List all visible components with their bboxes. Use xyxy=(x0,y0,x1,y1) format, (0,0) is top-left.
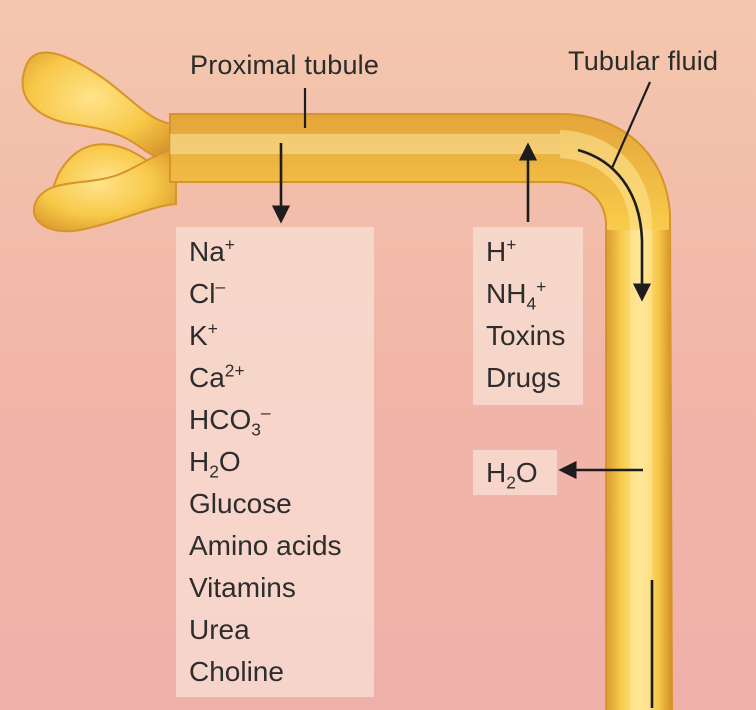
drugs-label: Drugs xyxy=(486,364,561,392)
toxins-label: Toxins xyxy=(486,322,565,350)
vitamins-text-part: Vitamins xyxy=(189,572,296,603)
water-label: H2O xyxy=(189,446,241,481)
tubular-fluid-label: Tubular fluid xyxy=(568,46,719,76)
bowman-capsule-lower-lobe xyxy=(32,148,177,233)
water-text-part: O xyxy=(218,446,241,477)
water-text-part: H xyxy=(189,446,210,477)
glucose-label: Glucose xyxy=(189,490,292,518)
calcium-ion-label: Ca2+ xyxy=(189,360,245,393)
water-out-label: H2O xyxy=(486,457,538,492)
ammonium-ion-text-part: + xyxy=(536,276,547,297)
water-out-text-part: H xyxy=(486,457,507,488)
hydrogen-ion-label: H+ xyxy=(486,234,517,267)
secreted-substances-panel xyxy=(473,227,583,405)
drugs-text-part: Drugs xyxy=(486,362,561,393)
proximal-tubule-label: Proximal tubule xyxy=(190,50,380,80)
hydrogen-ion-text-part: + xyxy=(506,234,517,255)
bicarbonate-ion-text-part: 3 xyxy=(251,419,261,440)
tubule-upper-highlight xyxy=(170,134,560,154)
water-out-text-part: 2 xyxy=(506,472,516,493)
choline-text-part: Choline xyxy=(189,656,284,687)
reabsorbed-substances-panel xyxy=(176,227,374,697)
potassium-ion-text-part: K xyxy=(189,320,208,351)
sodium-ion-text-part: Na xyxy=(189,236,225,267)
potassium-ion-label: K+ xyxy=(189,318,218,351)
hydrogen-ion-text-part: H xyxy=(486,236,507,267)
ammonium-ion-text-part: NH xyxy=(486,278,527,309)
ammonium-ion-text-part: 4 xyxy=(526,293,537,314)
water-out-text-part: O xyxy=(515,457,538,488)
urea-label: Urea xyxy=(189,616,250,644)
potassium-ion-text-part: + xyxy=(207,318,218,339)
water-text-part: 2 xyxy=(209,461,219,482)
toxins-text-part: Toxins xyxy=(486,320,566,351)
sodium-ion-text-part: + xyxy=(224,234,235,255)
chloride-ion-text-part: Cl xyxy=(189,278,216,309)
bowman-capsule-upper-lobe xyxy=(21,51,177,162)
sodium-ion-label: Na+ xyxy=(189,234,235,267)
chloride-ion-label: Cl– xyxy=(189,276,226,309)
bicarbonate-ion-label: HCO3– xyxy=(189,402,271,438)
calcium-ion-text-part: 2+ xyxy=(224,360,245,381)
choline-label: Choline xyxy=(189,658,284,686)
tubular-fluid-leader-line xyxy=(610,81,652,169)
tubule-bend-highlight xyxy=(560,130,652,710)
ammonium-ion-label: NH4+ xyxy=(486,276,547,312)
fluid-flow-arrow xyxy=(577,148,652,302)
glucose-text-part: Glucose xyxy=(189,488,292,519)
urea-text-part: Urea xyxy=(189,614,250,645)
amino-acids-text-part: Amino acids xyxy=(189,530,342,561)
vitamins-label: Vitamins xyxy=(189,574,296,602)
amino-acids-label: Amino acids xyxy=(189,532,342,560)
water-out-panel xyxy=(473,450,557,495)
chloride-ion-text-part: – xyxy=(215,276,226,297)
calcium-ion-text-part: Ca xyxy=(189,362,225,393)
bicarbonate-ion-text-part: HCO xyxy=(189,404,252,435)
bicarbonate-ion-text-part: – xyxy=(260,402,271,423)
